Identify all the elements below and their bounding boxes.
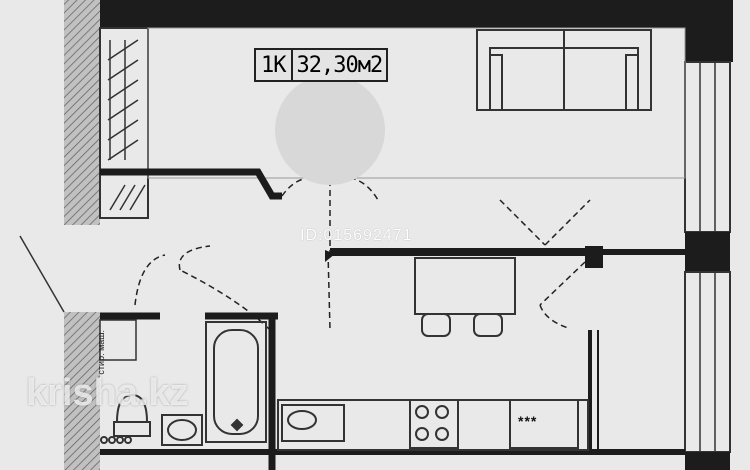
dining-table	[414, 257, 516, 337]
ventilation-shaft	[99, 27, 149, 219]
krisha-watermark: krisha.kz	[26, 372, 189, 414]
closet-label: стир. маш.	[96, 330, 106, 375]
apartment-area: 32,30м2	[296, 52, 384, 78]
laundry-closet	[99, 319, 137, 361]
bathroom-sink	[100, 414, 203, 446]
apartment-type: 1К	[256, 50, 293, 80]
left-wall-lower	[64, 312, 100, 470]
toilet	[113, 393, 151, 437]
top-wall	[100, 0, 720, 28]
stove-label: ***	[518, 413, 538, 429]
left-wall-hatched	[64, 0, 100, 225]
bathtub	[205, 321, 267, 443]
room-lower-wall	[100, 168, 282, 200]
apartment-area-label: 1К 32,30м2	[254, 48, 389, 82]
entry-door-leaf	[19, 235, 65, 313]
kitchen-counter	[277, 399, 589, 451]
sofa	[476, 29, 652, 111]
blurred-logo	[275, 75, 385, 185]
listing-id: ID:015692471	[300, 227, 413, 244]
right-wall	[685, 0, 733, 62]
right-window	[684, 61, 731, 470]
